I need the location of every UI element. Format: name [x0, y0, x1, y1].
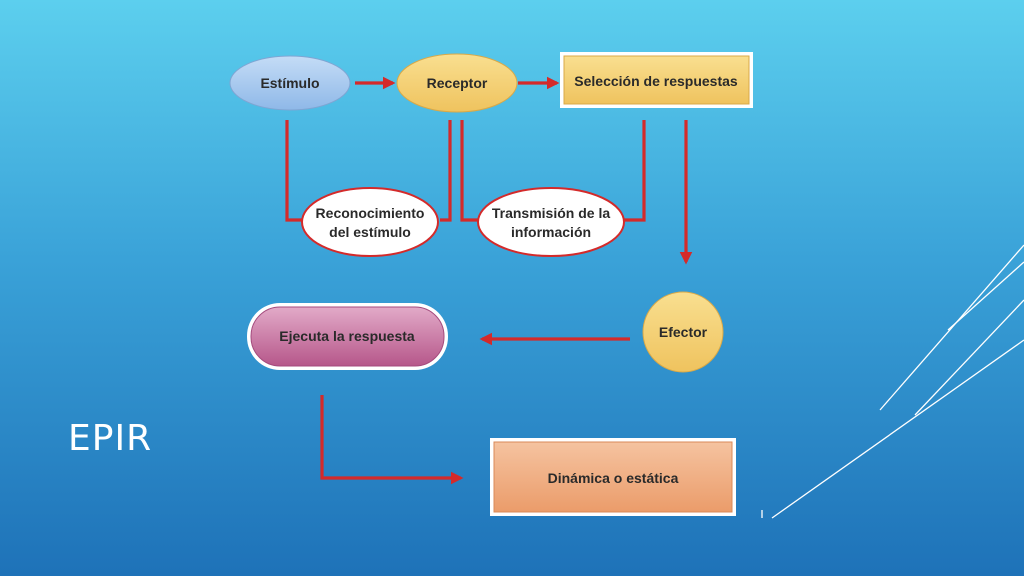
node-reconocimiento: Reconocimiento del estímulo — [301, 187, 439, 257]
node-transmision: Transmisión de la información — [477, 187, 625, 257]
node-efector: Efector — [642, 291, 724, 373]
node-reconocimiento-line2: del estímulo — [329, 224, 411, 240]
node-ejecuta-label: Ejecuta la respuesta — [279, 328, 415, 344]
node-dinamica-label: Dinámica o estática — [548, 470, 679, 486]
node-receptor-label: Receptor — [427, 75, 488, 91]
node-estimulo: Estímulo — [229, 55, 351, 111]
node-seleccion: Selección de respuestas — [563, 55, 750, 105]
node-efector-label: Efector — [659, 324, 708, 340]
node-transmision-line1: Transmisión de la — [492, 205, 610, 221]
node-dinamica: Dinámica o estática — [493, 441, 733, 513]
node-seleccion-label: Selección de respuestas — [574, 73, 738, 89]
node-estimulo-label: Estímulo — [260, 75, 319, 91]
node-ejecuta: Ejecuta la respuesta — [247, 303, 448, 370]
node-receptor: Receptor — [396, 53, 518, 113]
line-receptor-reconocimiento — [440, 120, 452, 222]
decorative-lines — [761, 244, 1024, 519]
line-receptor-transmision — [460, 120, 478, 222]
slide-title: EPIR — [68, 418, 153, 459]
arrow-ejecuta-dinamica — [320, 395, 464, 485]
line-estimulo-reconocimiento — [285, 120, 303, 222]
line-seleccion-transmision — [624, 120, 646, 222]
node-transmision-line2: información — [511, 224, 591, 240]
connectors — [285, 76, 693, 485]
node-reconocimiento-line1: Reconocimiento — [316, 205, 425, 221]
